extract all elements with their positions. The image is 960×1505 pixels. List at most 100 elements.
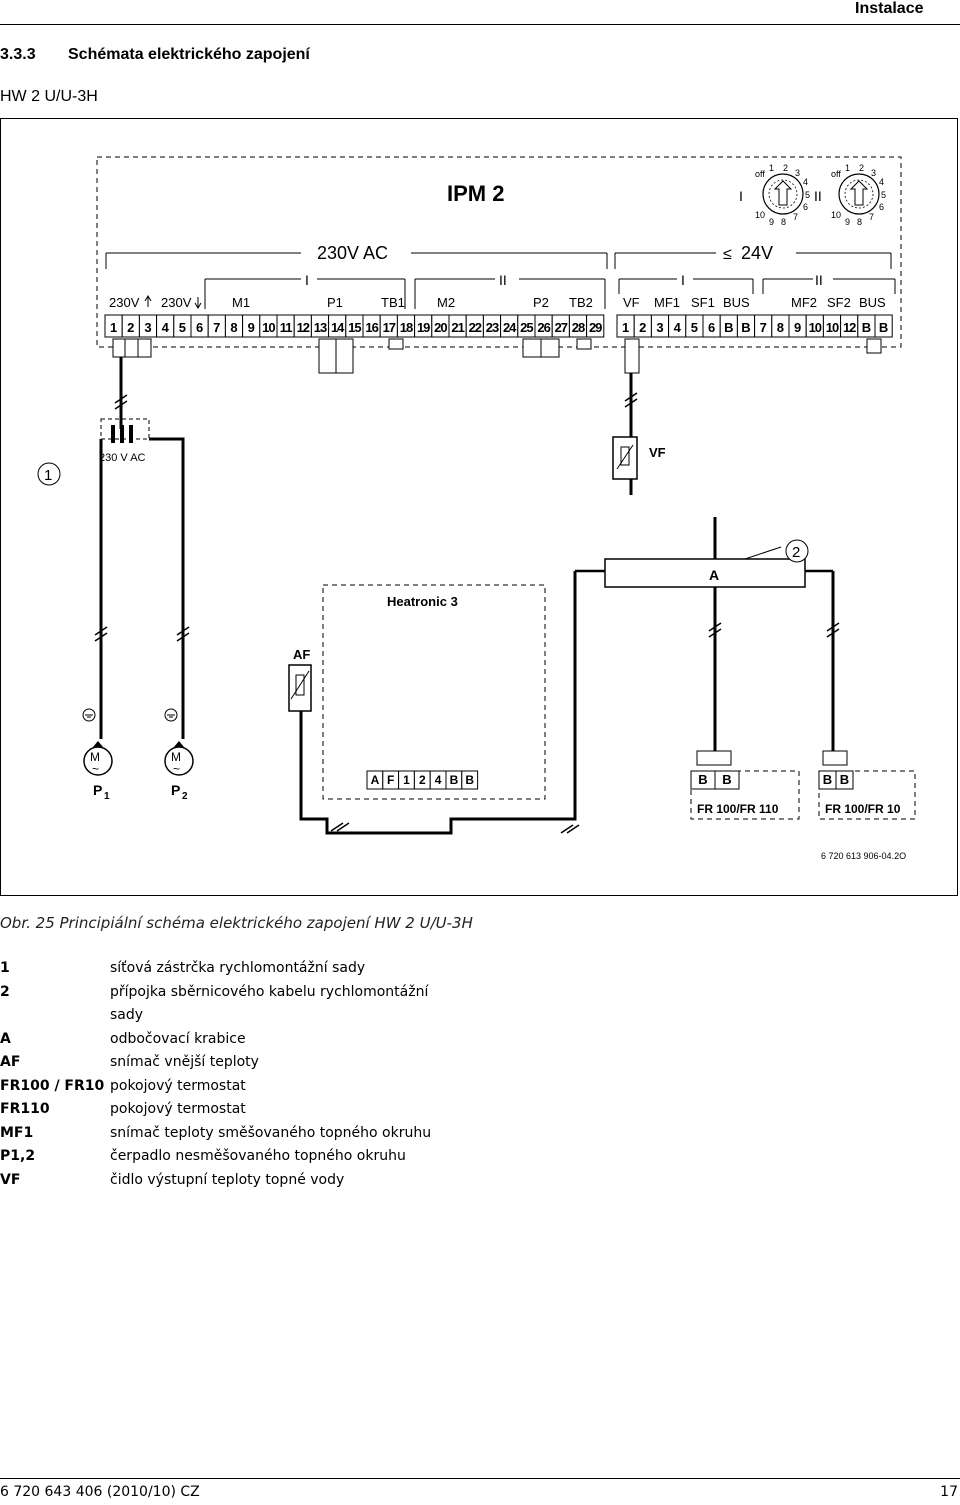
section-number: 3.3.3 <box>0 46 36 63</box>
left-terminal-label: 19 <box>417 320 430 335</box>
svg-text:~: ~ <box>173 762 180 776</box>
af-label: AF <box>293 647 310 662</box>
left-terminal-label: 8 <box>230 320 237 335</box>
legend-value: odbočovací krabice <box>110 1030 246 1047</box>
right-terminal-label: B <box>741 320 750 335</box>
figure-caption: Obr. 25 Principiální schéma elektrického… <box>0 914 473 932</box>
heatronic-terminal-label: F <box>387 773 394 787</box>
svg-text:7: 7 <box>869 212 874 222</box>
dial-II: off 1 2 3 4 5 6 7 8 9 10 II <box>814 163 886 227</box>
mains-plug: 230 V AC <box>99 418 185 521</box>
right-terminal-label: 5 <box>691 320 698 335</box>
subsection-title: HW 2 U/U-3H <box>0 88 98 105</box>
right-terminal-label: B <box>724 320 733 335</box>
legend-key: VF <box>0 1171 21 1188</box>
svg-text:9: 9 <box>845 217 850 227</box>
left-terminal-label: 29 <box>589 320 602 335</box>
heatronic-terminal-cell <box>461 770 479 790</box>
svg-text:2: 2 <box>182 791 188 802</box>
voltage-24-symbol: ≤ <box>723 246 732 263</box>
af-sensor: AF <box>288 647 312 712</box>
svg-text:8: 8 <box>781 217 786 227</box>
strip-connectors <box>112 338 882 374</box>
svg-text:1: 1 <box>769 163 774 173</box>
plug-label: 230 V AC <box>99 452 146 464</box>
right-terminal-label: 12 <box>843 320 856 335</box>
svg-text:3: 3 <box>871 168 876 178</box>
left-terminal-label: 13 <box>314 320 327 335</box>
dial-I-label: I <box>739 188 743 204</box>
left-terminal-label: 4 <box>162 320 170 335</box>
right-terminal-label: 2 <box>639 320 646 335</box>
left-terminal-label: 23 <box>486 320 499 335</box>
legend-key: MF1 <box>0 1124 34 1141</box>
left-terminal-label: 1 <box>110 320 117 335</box>
svg-text:5: 5 <box>805 190 810 200</box>
fr1-terminal-cell <box>714 770 740 790</box>
svg-text:9: 9 <box>769 217 774 227</box>
dial-I: off 1 2 3 4 5 6 7 8 9 10 I <box>739 163 810 227</box>
svg-text:230V: 230V <box>161 295 192 310</box>
right-terminal-label: 4 <box>674 320 682 335</box>
right-terminal-label: 7 <box>760 320 767 335</box>
heatronic-label: Heatronic 3 <box>387 594 458 609</box>
legend-value: čidlo výstupní teploty topné vody <box>110 1171 345 1188</box>
svg-text:M1: M1 <box>232 295 250 310</box>
fr2-terminal-label: B <box>823 772 832 787</box>
svg-text:3: 3 <box>795 168 800 178</box>
fr1-label: FR 100/FR 110 <box>697 802 779 816</box>
svg-text:MF1: MF1 <box>654 295 680 310</box>
svg-text:P: P <box>93 782 102 798</box>
drawing-number: 6 720 613 906-04.2O <box>821 851 906 861</box>
svg-text:1: 1 <box>104 791 110 802</box>
right-terminal-label: 6 <box>708 320 715 335</box>
right-terminal-label: 9 <box>794 320 801 335</box>
legend-key: 1 <box>0 960 10 976</box>
left-terminal-label: 11 <box>280 320 293 335</box>
svg-text:2: 2 <box>783 163 788 173</box>
voltage-230-label: 230V AC <box>317 243 388 263</box>
fr1-terminal-label: B <box>698 772 707 787</box>
svg-text:4: 4 <box>879 177 884 187</box>
heatronic-terminal-label: A <box>371 773 380 787</box>
left-terminal-label: 28 <box>572 320 585 335</box>
left-terminal-label: 17 <box>383 320 396 335</box>
right-terminal-label: 3 <box>656 320 663 335</box>
svg-text:1: 1 <box>44 467 52 484</box>
right-group-labels: VF MF1 SF1 BUS MF2 SF2 BUS <box>623 295 886 310</box>
svg-text:SF1: SF1 <box>691 295 715 310</box>
svg-text:1: 1 <box>845 163 850 173</box>
legend-key: AF <box>0 1054 21 1070</box>
circuit-II-left: II <box>499 272 507 288</box>
left-terminal-label: 5 <box>179 320 186 335</box>
left-terminal-label: 20 <box>434 320 447 335</box>
pump-2: M ~ P 2 <box>164 708 194 802</box>
circuit-I-right: I <box>681 272 685 288</box>
left-terminal-label: 21 <box>451 320 464 335</box>
left-terminal-label: 2 <box>127 320 134 335</box>
svg-text:5: 5 <box>881 190 886 200</box>
circuit-I-left: I <box>305 272 309 288</box>
svg-text:MF2: MF2 <box>791 295 817 310</box>
right-terminal-label: 10 <box>809 320 822 335</box>
legend-key: FR100 / FR10 <box>0 1077 105 1094</box>
legend-key: P1,2 <box>0 1148 36 1164</box>
voltage-lines <box>105 252 896 309</box>
callout-2: 2 <box>792 544 800 561</box>
svg-text:P: P <box>171 782 180 798</box>
svg-text:6: 6 <box>803 202 808 212</box>
fr-block-2: FR 100/FR 10 <box>818 750 916 820</box>
svg-text:P1: P1 <box>327 295 343 310</box>
left-terminal-label: 10 <box>262 320 275 335</box>
left-terminal-cell <box>586 314 605 338</box>
right-terminal-label: 8 <box>777 320 784 335</box>
svg-text:7: 7 <box>793 212 798 222</box>
legend-value: snímač vnější teploty <box>110 1054 259 1070</box>
left-terminal-label: 27 <box>555 320 568 335</box>
